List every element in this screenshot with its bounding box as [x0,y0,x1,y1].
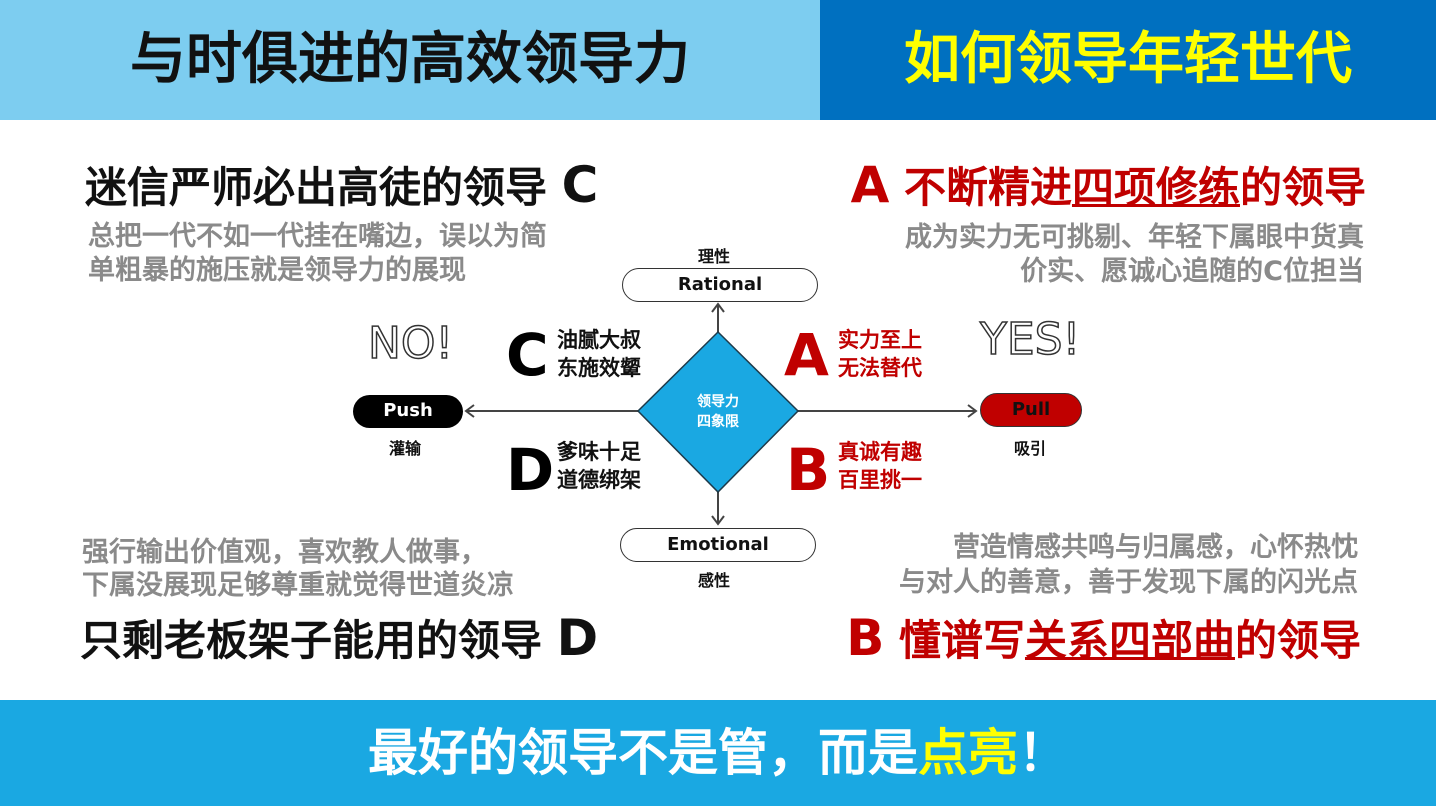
quadrant-c-title: 迷信严师必出高徒的领导 C [85,160,598,213]
emotional-cn: 感性 [698,571,731,590]
slogan-post: ！ [1018,724,1068,782]
header-left-title: 与时俱进的高效领导力 [130,27,690,92]
title-text: 只剩老板架子能用的领导 [80,616,543,665]
line: 实力至上 [838,328,922,352]
title-post: 的领导 [1239,163,1366,212]
push-pill: Push [353,395,463,428]
slogan-highlight: 点亮 [918,724,1018,782]
pull-cn: 吸引 [1014,439,1047,458]
arrow-right-icon [967,404,978,418]
diagram-c-letter: C [506,321,549,389]
line: 百里挑一 [838,468,922,492]
quadrant-a-desc-1: 成为实力无可挑剔、年轻下属眼中货真 [905,222,1364,253]
diagram-b-letter: B [786,436,831,504]
diagram-a-letter: A [784,321,829,389]
quadrant-b-title: B 懂谱写关系四部曲的领导 [846,613,1361,666]
title-post: 的领导 [1234,616,1361,665]
arrow-up-icon [711,302,725,313]
quadrant-d-desc-1: 强行输出价值观，喜欢教人做事， [82,537,487,568]
yes-label: YES! [979,313,1081,366]
header-right: 如何领导年轻世代 [820,0,1436,120]
line: 油腻大叔 [557,328,641,352]
quadrant-c-desc-1: 总把一代不如一代挂在嘴边，误以为简 [88,221,547,252]
footer-slogan: 最好的领导不是管，而是点亮！ [0,700,1436,806]
letter: B [846,609,885,667]
footer-banner: 最好的领导不是管，而是点亮！ [0,700,1436,806]
slogan-pre: 最好的领导不是管，而是 [368,724,918,782]
push-cn: 灌输 [389,439,422,458]
quadrant-b-desc-2: 与对人的善意，善于发现下属的闪光点 [899,567,1358,598]
rational-cn: 理性 [698,247,731,266]
quadrant-d-desc-2: 下属没展现足够尊重就觉得世道炎凉 [82,570,514,601]
title-underline: 四项修练 [1071,163,1240,212]
line: 东施效颦 [557,356,641,380]
center-line-1: 领导力 [697,394,739,410]
header-right-title: 如何领导年轻世代 [904,27,1352,92]
line: 道德绑架 [557,468,641,492]
letter: A [850,156,890,214]
quadrant-a-desc-2: 价实、愿诚心追随的C位担当 [1020,256,1364,287]
center-label: 领导力 四象限 [678,392,758,432]
quadrant-d-title: 只剩老板架子能用的领导 D [80,613,598,666]
quadrant-c-desc-2: 单粗暴的施压就是领导力的展现 [88,255,466,286]
header-left: 与时俱进的高效领导力 [0,0,820,120]
emotional-pill: Emotional [620,528,816,562]
diagram-b-text: 真诚有趣百里挑一 [838,438,922,494]
diagram-d-text: 爹味十足道德绑架 [557,438,641,494]
arrow-left-icon [464,404,475,418]
letter: D [556,609,599,667]
letter: C [561,156,599,214]
diagram-a-text: 实力至上无法替代 [838,326,922,382]
center-line-2: 四象限 [697,414,739,430]
center-diamond [636,330,800,494]
quadrant-b-desc-1: 营造情感共鸣与归属感，心怀热忱 [953,532,1358,563]
line: 无法替代 [838,356,922,380]
title-pre: 不断精进 [903,163,1072,212]
line: 真诚有趣 [838,440,922,464]
line: 爹味十足 [557,440,641,464]
arrow-down-icon [711,515,725,526]
diagram-d-letter: D [506,436,555,504]
title-pre: 懂谱写 [898,616,1025,665]
quadrant-a-title: A 不断精进四项修练的领导 [851,160,1366,213]
title-underline: 关系四部曲 [1024,616,1235,665]
title-text: 迷信严师必出高徒的领导 [85,163,548,212]
no-label: NO! [367,317,454,370]
rational-pill: Rational [622,268,818,302]
pull-pill: Pull [980,393,1082,427]
diagram-c-text: 油腻大叔东施效颦 [557,326,641,382]
